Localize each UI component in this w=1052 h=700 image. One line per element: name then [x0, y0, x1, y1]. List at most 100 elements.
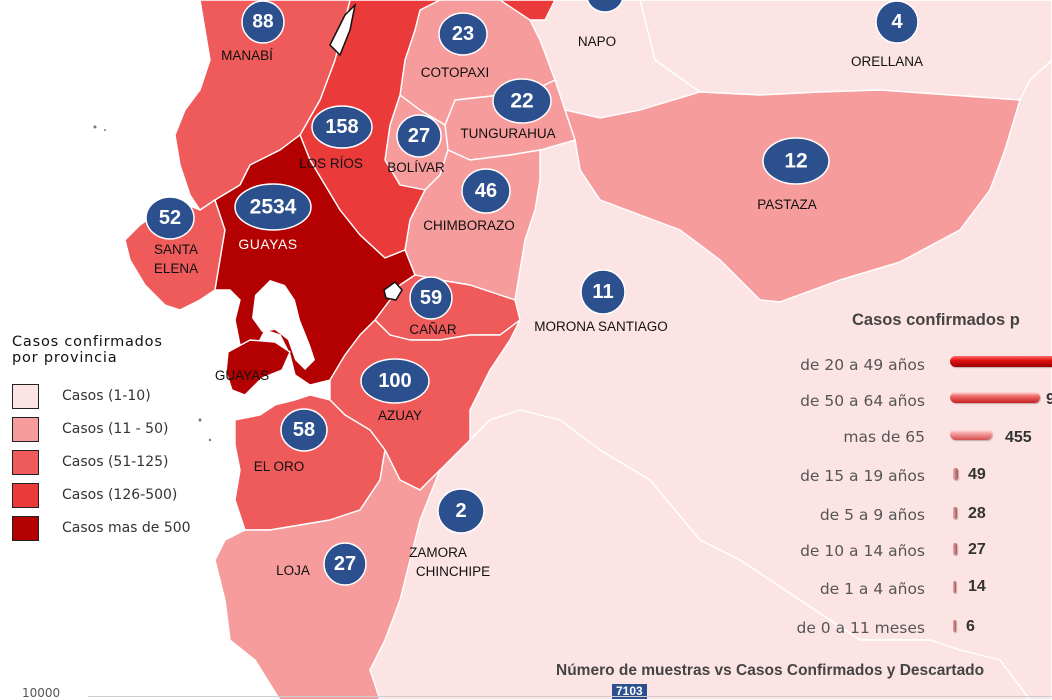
coast-specks [93, 125, 212, 442]
bubble-pastaza[interactable]: 12 [762, 137, 830, 185]
legend-swatch [12, 384, 39, 409]
bottom-chart-title: Número de muestras vs Casos Confirmados … [556, 662, 985, 679]
age-label-15-19: de 15 a 19 años [800, 467, 925, 485]
legend-item-51-125: Casos (51-125) [12, 450, 232, 476]
age-label-0-11m: de 0 a 11 meses [796, 619, 926, 637]
age-label-10-14: de 10 a 14 años [800, 542, 925, 560]
cases-los-rios: 158 [325, 116, 358, 138]
legend-item-11-50: Casos (11 - 50) [12, 417, 232, 443]
cases-loja: 27 [334, 553, 356, 575]
legend-item-1-10: Casos (1-10) [12, 384, 232, 410]
age-bar-50-64 [950, 392, 1040, 403]
small-islet [383, 280, 403, 301]
bubble-loja[interactable]: 27 [323, 542, 367, 586]
bubble-santa-elena[interactable]: 52 [145, 196, 195, 240]
label-guayas: GUAYAS [238, 236, 297, 252]
label-azuay: AZUAY [378, 408, 422, 423]
legend-label: Casos (51-125) [62, 454, 169, 470]
cases-chimborazo: 46 [475, 180, 497, 202]
cases-morona-santiago: 11 [592, 281, 613, 303]
cases-santa-elena: 52 [159, 207, 181, 229]
age-bar-1-4 [953, 581, 956, 593]
age-value-0-11m: 6 [966, 618, 975, 635]
label-guayas-island: GUAYAS [215, 368, 269, 383]
label-el-oro: EL ORO [254, 459, 305, 474]
label-orellana: ORELLANA [851, 54, 923, 69]
age-value-5-9: 28 [968, 505, 986, 522]
cases-cotopaxi: 23 [452, 23, 474, 45]
legend-swatch [12, 417, 39, 442]
age-bar-10-14 [953, 543, 957, 555]
province-esmeraldas[interactable] [499, 0, 556, 21]
legend-swatch [12, 483, 39, 508]
age-label-5-9: de 5 a 9 años [819, 506, 925, 524]
bubble-cotopaxi[interactable]: 23 [438, 12, 488, 56]
bubble-manabi[interactable]: 88 [241, 0, 285, 44]
label-pastaza: PASTAZA [757, 197, 817, 212]
bottom-chart-badge: 7103 [612, 684, 647, 699]
age-bar-20-49 [950, 356, 1052, 367]
bubble-tungurahua[interactable]: 22 [492, 78, 552, 124]
label-napo: NAPO [578, 34, 616, 49]
age-label-65: mas de 65 [843, 428, 925, 446]
age-value-50-64: 9 [1046, 391, 1052, 408]
age-label-50-64: de 50 a 64 años [800, 392, 925, 410]
age-bar-65 [950, 429, 992, 440]
label-tungurahua: TUNGURAHUA [460, 126, 555, 141]
gulf-channel [252, 280, 315, 370]
legend-label: Casos (126-500) [62, 487, 178, 503]
cases-zamora-chinchipe: 2 [455, 500, 466, 522]
label-bolivar: BOLÍVAR [387, 160, 445, 175]
cases-manabi: 88 [252, 12, 273, 33]
bubble-guayas[interactable]: 2534 [234, 183, 312, 231]
legend-label: Casos (1-10) [62, 388, 151, 404]
label-canar: CAÑAR [409, 322, 457, 337]
label-cotopaxi: COTOPAXI [421, 65, 490, 80]
age-bar-15-19 [953, 468, 958, 480]
age-label-1-4: de 1 a 4 años [819, 580, 925, 598]
age-chart-title: Casos confirmados p [852, 311, 1020, 329]
label-chimborazo: CHIMBORAZO [423, 218, 515, 233]
island-puna[interactable] [225, 339, 291, 396]
cases-canar: 59 [420, 287, 442, 309]
cases-guayas: 2534 [250, 196, 297, 219]
cases-el-oro: 58 [293, 419, 315, 441]
bubble-bolivar[interactable]: 27 [396, 114, 442, 158]
legend: Casos confirmados por provincia Casos (1… [12, 334, 191, 541]
age-value-10-14: 27 [968, 541, 986, 558]
cases-azuay: 100 [378, 370, 411, 392]
legend-swatch [12, 516, 39, 541]
age-value-15-19: 49 [968, 466, 986, 483]
bubble-morona-santiago[interactable]: 11 [580, 269, 626, 315]
label-manabi: MANABÍ [221, 48, 273, 63]
bubble-zamora-chinchipe[interactable]: 2 [437, 488, 485, 534]
age-bar-0-11m [953, 620, 956, 632]
age-label-20-49: de 20 a 49 años [800, 356, 925, 374]
cases-orellana: 4 [891, 11, 903, 33]
bubble-canar[interactable]: 59 [409, 276, 453, 320]
bubble-azuay[interactable]: 100 [360, 358, 430, 404]
age-value-1-4: 14 [968, 578, 986, 595]
cases-bolivar: 27 [408, 125, 430, 147]
bottom-chart-axis-line [88, 696, 1052, 697]
province-orellana[interactable] [639, 0, 1052, 101]
cases-pastaza: 12 [784, 150, 807, 173]
legend-swatch [12, 450, 39, 475]
label-morona-santiago: MORONA SANTIAGO [534, 319, 668, 334]
legend-item-500-plus: Casos mas de 500 [12, 516, 232, 542]
bubble-chimborazo[interactable]: 46 [461, 168, 511, 214]
bubble-orellana[interactable]: 4 [875, 0, 919, 44]
bubble-el-oro[interactable]: 58 [280, 408, 328, 452]
bubble-los-rios[interactable]: 158 [311, 105, 373, 149]
bubble-napo[interactable] [586, 0, 624, 13]
legend-label: Casos (11 - 50) [62, 421, 169, 437]
legend-title: Casos confirmados por provincia [12, 334, 163, 366]
legend-item-126-500: Casos (126-500) [12, 483, 232, 509]
legend-label: Casos mas de 500 [62, 520, 191, 536]
bottom-chart-axis-label: 10000 [22, 686, 61, 700]
age-value-65: 455 [1005, 429, 1032, 446]
cases-tungurahua: 22 [510, 90, 533, 113]
